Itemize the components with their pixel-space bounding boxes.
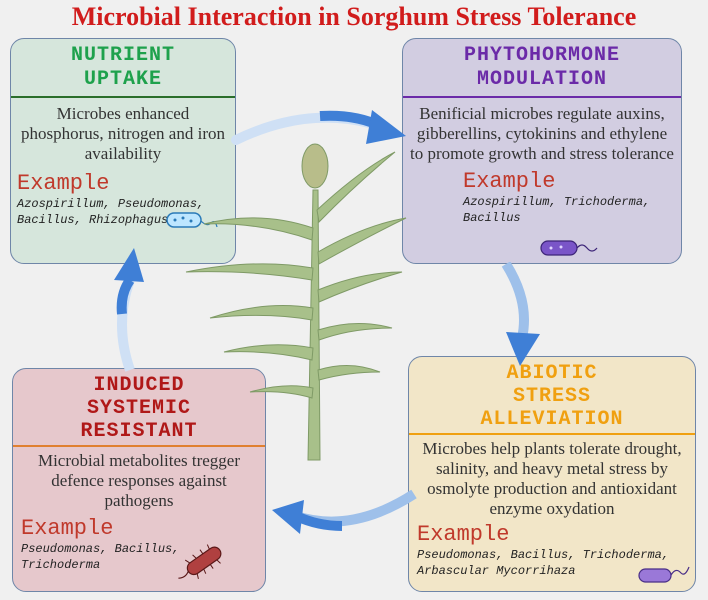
abiotic-stress-box: ABIOTIC STRESS ALLEVIATION Microbes help…: [408, 356, 696, 592]
example-label: Example: [21, 516, 114, 541]
bacterium-icon: [540, 240, 598, 256]
abiotic-stress-description: Microbes help plants tolerate drought, s…: [422, 439, 682, 518]
induced-systemic-heading: INDUCED SYSTEMIC RESISTANT: [13, 369, 265, 443]
example-organisms: Azospirillum, Pseudomonas, Bacillus, Rhi…: [17, 196, 235, 228]
example-line: Arbascular Mycorrihaza: [417, 564, 576, 578]
example-line: Pseudomonas, Bacillus,: [21, 542, 180, 556]
phytohormone-modulation-description: Benificial microbes regulate auxins, gib…: [410, 104, 674, 163]
phytohormone-modulation-box: PHYTOHORMONE MODULATION Benificial micro…: [402, 38, 682, 264]
cycle-arrow-abiotic-to-induced: [272, 489, 417, 534]
example-line: Azospirillum, Trichoderma,: [463, 195, 651, 209]
nutrient-uptake-heading: NUTRIENT UPTAKE: [11, 39, 235, 92]
heading-line: RESISTANT: [80, 420, 198, 443]
example-line: Bacillus: [463, 211, 521, 225]
induced-systemic-description: Microbial metabolites tregger defence re…: [37, 451, 241, 510]
example-label: Example: [17, 171, 110, 196]
heading-line: STRESS: [512, 385, 591, 408]
heading-line: PHYTOHORMONE: [463, 44, 621, 67]
example-line: Azospirillum, Pseudomonas,: [17, 197, 205, 211]
heading-line: ALLEVIATION: [480, 408, 624, 431]
divider: [403, 96, 681, 98]
divider: [11, 96, 235, 98]
heading-line: ABIOTIC: [506, 362, 598, 385]
example-line: Pseudomonas, Bacillus, Trichoderma,: [417, 548, 670, 562]
heading-line: MODULATION: [476, 68, 608, 91]
example-organisms: Pseudomonas, Bacillus, Trichoderma, Arba…: [417, 547, 695, 579]
divider: [13, 445, 265, 447]
example-label: Example: [417, 522, 510, 547]
bacterium-icon: [638, 566, 690, 583]
heading-line: UPTAKE: [83, 68, 162, 91]
example-line: Bacillus, Rhizophagus: [17, 213, 169, 227]
bacterium-icon: [178, 544, 222, 579]
divider: [409, 433, 695, 435]
nutrient-uptake-box: NUTRIENT UPTAKE Microbes enhanced phosph…: [10, 38, 236, 264]
example-line: Trichoderma: [21, 558, 101, 572]
heading-line: NUTRIENT: [70, 44, 175, 67]
heading-line: SYSTEMIC: [86, 397, 191, 420]
example-label: Example: [463, 169, 556, 194]
phytohormone-modulation-heading: PHYTOHORMONE MODULATION: [403, 39, 681, 92]
example-organisms: Pseudomonas, Bacillus, Trichoderma: [21, 541, 265, 573]
cycle-arrow-phyto-to-abiotic: [501, 262, 540, 366]
page-title: Microbial Interaction in Sorghum Stress …: [71, 2, 637, 31]
heading-line: INDUCED: [93, 374, 185, 397]
sorghum-plant-illustration: [185, 143, 407, 461]
induced-systemic-box: INDUCED SYSTEMIC RESISTANT Microbial met…: [12, 368, 266, 592]
example-organisms: Azospirillum, Trichoderma, Bacillus: [463, 194, 681, 226]
abiotic-stress-heading: ABIOTIC STRESS ALLEVIATION: [409, 357, 695, 431]
cycle-arrow-induced-to-nutrient: [114, 248, 144, 372]
cycle-arrow-nutrient-to-phyto: [231, 110, 406, 145]
nutrient-uptake-description: Microbes enhanced phosphorus, nitrogen a…: [21, 104, 225, 163]
